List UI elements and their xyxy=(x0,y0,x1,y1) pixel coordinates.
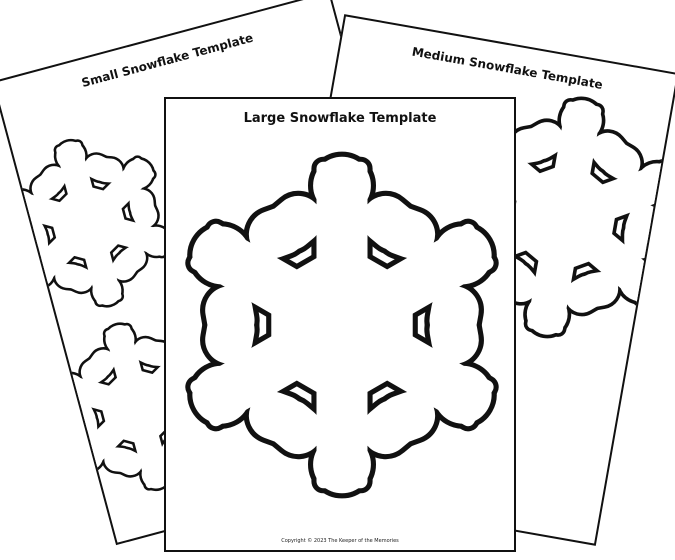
large-template-sheet: Large Snowflake Template Copyright © 202… xyxy=(164,97,516,552)
large-snowflake-icon xyxy=(172,155,512,495)
large-template-title: Large Snowflake Template xyxy=(243,111,437,126)
copyright-notice: Copyright © 2023 The Keeper of the Memor… xyxy=(281,538,399,544)
